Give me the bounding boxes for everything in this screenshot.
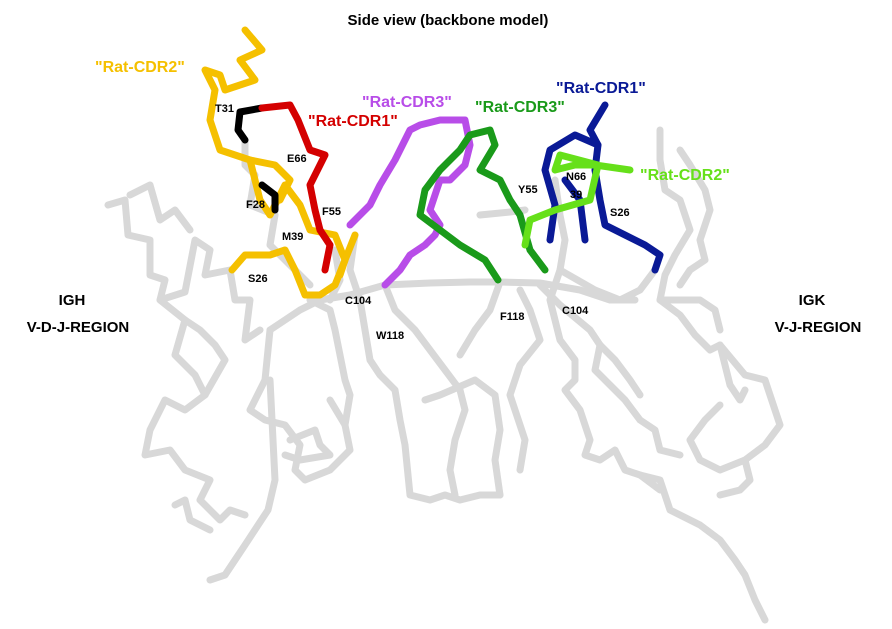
heavy-region-label-line2: V-D-J-REGION [27,319,130,336]
heavy-backbone-trace-3 [141,296,249,524]
light-chain-backbone [536,126,784,624]
residue-39-light: 39 [570,189,582,201]
diagram-title: Side view (backbone model) [348,12,549,29]
residue-n66: N66 [566,171,586,183]
residue-y55: Y55 [518,184,538,196]
light-region-label-line2: V-J-REGION [775,319,862,336]
residue-e66: E66 [287,153,307,165]
heavy-cdr1-label: "Rat-CDR1" [308,113,398,130]
central-backbone-trace-6 [506,286,544,474]
residue-c104-light: C104 [562,305,589,317]
residue-f55: F55 [322,206,341,218]
light-backbone-trace-8 [716,456,754,499]
heavy-f28-black-segment [258,181,279,214]
heavy-cdr2-loop-mid [246,156,294,204]
heavy-backbone-trace-1 [104,196,264,344]
heavy-backbone-trace-4 [181,316,229,399]
heavy-backbone-trace-2 [126,181,194,234]
heavy-cdr1-loop [258,101,334,274]
light-cdr3-label: "Rat-CDR3" [475,99,565,116]
heavy-cdr3-label: "Rat-CDR3" [362,94,452,111]
central-backbone-trace-3 [381,278,639,304]
residue-m39: M39 [282,231,303,243]
heavy-backbone-trace-9 [281,426,334,464]
heavy-cdr3-loop [346,116,474,289]
central-backbone-trace-2 [381,281,469,499]
light-backbone-trace-7 [636,471,769,624]
heavy-backbone-trace-8 [266,281,389,334]
residue-s26-light: S26 [610,207,630,219]
heavy-cdr2-label: "Rat-CDR2" [95,59,185,76]
heavy-backbone-trace-6 [206,376,279,584]
light-cdr2-loop [521,151,634,249]
central-backbone-trace-4 [421,376,504,499]
light-backbone-trace-9 [556,266,659,304]
light-backbone-trace-10 [596,341,644,399]
residue-f28: F28 [246,199,265,211]
heavy-backbone-trace-10 [171,496,214,534]
light-backbone-trace-6 [686,341,784,474]
light-backbone-trace-2 [536,281,684,459]
residue-s26-heavy: S26 [248,273,268,285]
light-backbone-trace-5 [656,296,724,334]
central-backbone [346,206,639,504]
residue-t31: T31 [215,103,234,115]
light-backbone-trace-1 [546,176,664,494]
heavy-backbone-trace-7 [306,296,354,429]
heavy-cdr2-loop [201,26,349,279]
heavy-t31-black-segment [234,104,266,144]
residue-f118: F118 [500,311,524,323]
residue-c104-heavy: C104 [345,295,372,307]
central-backbone-trace-1 [346,231,504,504]
heavy-chain-backbone [104,136,389,584]
light-cdr3-loop [416,126,549,284]
light-cdr1-loop [541,101,609,244]
light-cdr1-label: "Rat-CDR1" [556,80,646,97]
light-cdr2-label: "Rat-CDR2" [640,167,730,184]
residue-w118: W118 [376,330,404,342]
heavy-cdr2-loop-lower [228,231,359,299]
light-backbone-trace-4 [676,146,714,289]
central-backbone-trace-5 [456,278,504,359]
light-region-label-line1: IGK [799,292,826,309]
heavy-region-label-line1: IGH [59,292,86,309]
